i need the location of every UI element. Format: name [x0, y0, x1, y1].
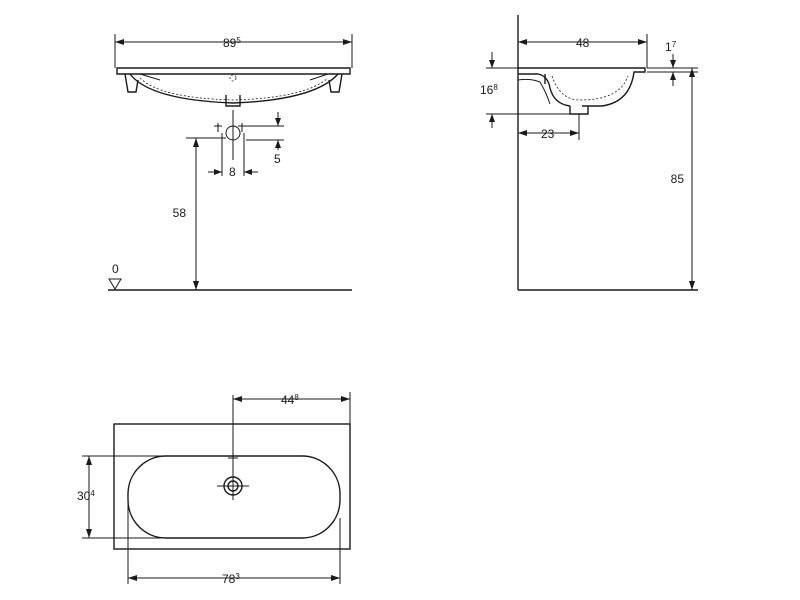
arrowhead: [86, 529, 92, 538]
right-overflow-line: [309, 73, 329, 81]
right-foot: [328, 73, 343, 93]
arrowhead: [244, 169, 252, 175]
arrowhead: [343, 39, 352, 45]
arrowhead: [233, 396, 242, 402]
floor-level-marker: [108, 278, 122, 290]
arrowhead: [518, 39, 527, 45]
bowl-width-label: 783: [222, 572, 240, 586]
rim-thickness-label: 17: [665, 40, 677, 54]
waste-height-label: 58: [173, 206, 187, 220]
arrowhead: [193, 281, 199, 290]
arrowhead: [670, 72, 676, 80]
arrowhead: [689, 281, 695, 290]
arrowhead: [275, 118, 281, 126]
basin-profile: [518, 67, 646, 107]
arrowhead: [689, 68, 695, 77]
arrowhead: [115, 39, 124, 45]
arrowhead: [518, 130, 527, 136]
basin-rim: [116, 67, 351, 75]
arrowhead: [275, 140, 281, 148]
top-view: 448 304 783: [77, 392, 351, 586]
side-view: 48 17 168 23 85: [480, 15, 698, 291]
arrowhead: [331, 575, 340, 581]
arrowhead: [570, 130, 579, 136]
arrowhead: [128, 575, 137, 581]
tap-hole-hidden: [229, 74, 237, 82]
arrowhead: [489, 114, 495, 122]
tap-offset-label: 448: [281, 393, 299, 407]
width-label: 895: [223, 36, 241, 50]
waste-spacing-label: 8: [229, 165, 236, 179]
waste-offset-label: 5: [274, 152, 281, 166]
total-height-label: 85: [671, 172, 685, 186]
side-waste-outlet: [569, 106, 589, 115]
bowl-depth-label: 304: [77, 489, 95, 503]
side-inner-outline: [551, 75, 629, 101]
basin-outline-top: [113, 423, 351, 550]
overflow-channel: [517, 78, 551, 105]
bowl-outline-top: [127, 455, 341, 539]
waste-distance-label: 23: [541, 127, 555, 141]
waste-outlet: [225, 95, 241, 107]
front-view: 895 8 5: [108, 34, 353, 291]
arrowhead: [193, 138, 199, 147]
floor-level-label: 0: [112, 262, 119, 276]
left-overflow-line: [139, 73, 161, 81]
bowl-height-label: 168: [480, 83, 498, 97]
arrowhead: [341, 396, 350, 402]
left-foot: [124, 73, 139, 93]
basin-profile-inner: [518, 73, 571, 107]
arrowhead: [638, 39, 647, 45]
arrowhead: [670, 60, 676, 68]
basin-body: [129, 73, 339, 104]
arrowhead: [86, 456, 92, 465]
depth-label: 48: [576, 36, 590, 50]
arrowhead: [489, 60, 495, 68]
basin-inner-outline: [139, 77, 329, 101]
arrowhead: [214, 169, 222, 175]
